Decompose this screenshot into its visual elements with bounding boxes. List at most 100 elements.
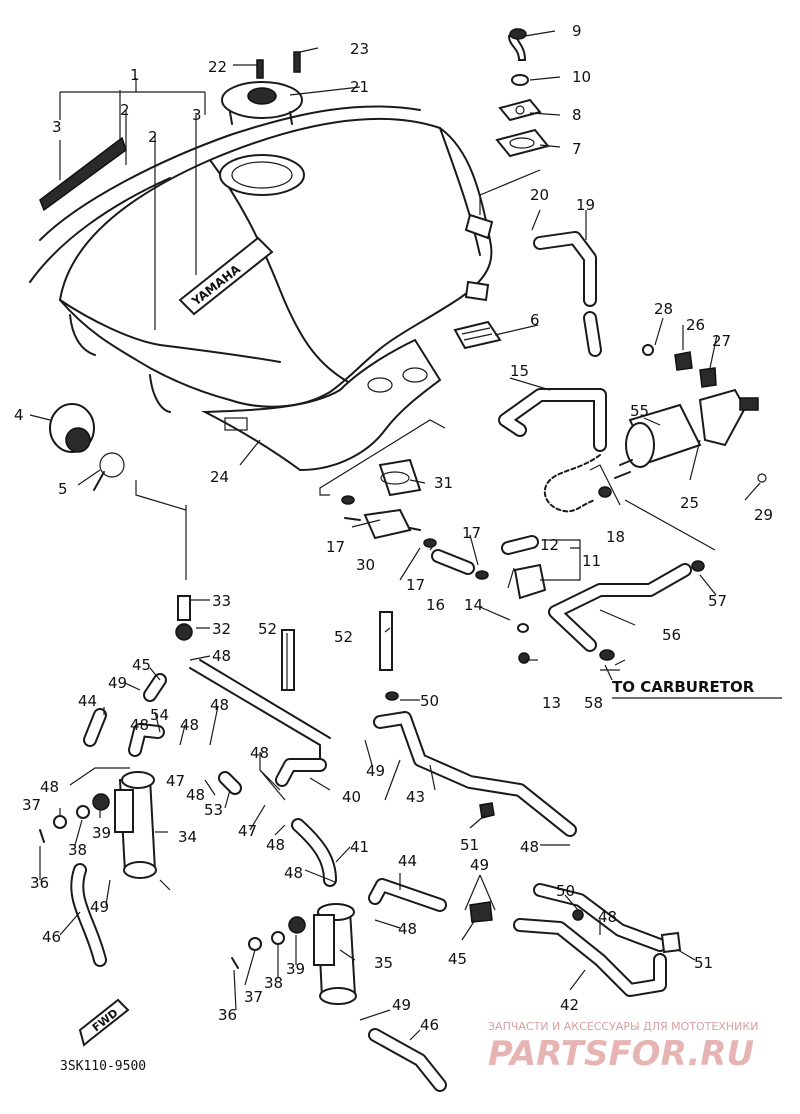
part-label-15: 15 (510, 362, 529, 380)
part-label-58: 58 (584, 694, 603, 712)
part-label-52b: 52 (334, 628, 353, 646)
part-label-1: 1 (130, 66, 140, 84)
part-label-31: 31 (434, 474, 453, 492)
hose-43 (373, 691, 577, 837)
part-label-52a: 52 (258, 620, 277, 638)
part-label-45b: 45 (448, 950, 467, 968)
part-label-5: 5 (58, 480, 68, 498)
part-label-50b: 50 (556, 882, 575, 900)
part-label-4: 4 (14, 406, 24, 424)
part-label-56: 56 (662, 626, 681, 644)
part-label-8: 8 (572, 106, 582, 124)
part-label-30: 30 (356, 556, 375, 574)
part-label-48i: 48 (398, 920, 417, 938)
part-label-41: 41 (350, 838, 369, 856)
part-label-54: 54 (150, 706, 169, 724)
part-label-49e: 49 (392, 996, 411, 1014)
fwd-arrow: FWD (78, 998, 130, 1047)
part-label-46b: 46 (420, 1016, 439, 1034)
filler-cap (221, 51, 303, 125)
part-label-49c: 49 (366, 762, 385, 780)
part-label-48g: 48 (266, 836, 285, 854)
part-label-48c: 48 (210, 696, 229, 714)
part-label-49a: 49 (108, 674, 127, 692)
part-label-47b: 47 (238, 822, 257, 840)
part-label-35: 35 (374, 954, 393, 972)
part-label-36b: 36 (218, 1006, 237, 1024)
watermark-brand: PARTSFOR.RU (488, 1034, 754, 1074)
part-label-29: 29 (754, 506, 773, 524)
tank-bottom-cover (201, 338, 442, 472)
part-label-48d: 48 (40, 778, 59, 796)
part-label-32: 32 (212, 620, 231, 638)
part-label-11: 11 (582, 552, 601, 570)
part-label-13: 13 (542, 694, 561, 712)
part-label-46a: 46 (42, 928, 61, 946)
part-label-6: 6 (530, 311, 540, 329)
part-label-48h: 48 (284, 864, 303, 882)
part-label-51a: 51 (460, 836, 479, 854)
part-label-7: 7 (572, 140, 582, 158)
part-label-39b: 39 (286, 960, 305, 978)
part-label-39a: 39 (92, 824, 111, 842)
part-label-57: 57 (708, 592, 727, 610)
part-label-44a: 44 (78, 692, 97, 710)
part-label-14: 14 (464, 596, 483, 614)
part-label-47a: 47 (166, 772, 185, 790)
part-label-48k: 48 (598, 908, 617, 926)
part-label-49b: 49 (90, 898, 109, 916)
part-label-19: 19 (576, 196, 595, 214)
part-label-50a: 50 (420, 692, 439, 710)
part-label-2b: 2 (148, 128, 158, 146)
leader-lines (29, 30, 761, 1041)
part-label-48e: 48 (186, 786, 205, 804)
part-label-38a: 38 (68, 841, 87, 859)
part-label-3b: 3 (192, 106, 202, 124)
part-label-22: 22 (208, 58, 227, 76)
part-label-10: 10 (572, 68, 591, 86)
part-label-48f: 48 (250, 744, 269, 762)
part-label-9: 9 (572, 22, 582, 40)
part-label-37a: 37 (22, 796, 41, 814)
part-label-49d: 49 (470, 856, 489, 874)
part-label-16: 16 (426, 596, 445, 614)
part-label-40: 40 (342, 788, 361, 806)
part-label-28: 28 (654, 300, 673, 318)
part-label-18: 18 (606, 528, 625, 546)
carburetor-note: TO CARBURETOR (612, 678, 755, 696)
carburetor-hose (548, 486, 705, 661)
part-label-17b: 17 (406, 576, 425, 594)
part-label-37b: 37 (244, 988, 263, 1006)
part-label-27: 27 (712, 332, 731, 350)
tank-side-parts (49, 403, 125, 491)
part-label-26: 26 (686, 316, 705, 334)
part-label-24: 24 (210, 468, 229, 486)
part-label-3a: 3 (52, 118, 62, 136)
part-label-20: 20 (530, 186, 549, 204)
part-label-53: 53 (204, 801, 223, 819)
part-label-42: 42 (560, 996, 579, 1014)
fuel-filter-parts (341, 458, 547, 664)
part-label-33: 33 (212, 592, 231, 610)
part-label-17c: 17 (462, 524, 481, 542)
part-label-48a: 48 (212, 647, 231, 665)
part-label-25: 25 (680, 494, 699, 512)
part-label-51b: 51 (694, 954, 713, 972)
fuel-tank: YAMAHA (29, 105, 494, 413)
part-label-34: 34 (178, 828, 197, 846)
part-label-48j: 48 (520, 838, 539, 856)
part-label-43: 43 (406, 788, 425, 806)
part-label-48b: 48 (180, 716, 199, 734)
part-label-55: 55 (630, 402, 649, 420)
part-label-17a: 17 (326, 538, 345, 556)
part-label-44b: 44 (398, 852, 417, 870)
part-label-23: 23 (350, 40, 369, 58)
part-label-12: 12 (540, 536, 559, 554)
part-label-45a: 45 (132, 656, 151, 674)
watermark: ЗАПЧАСТИ И АКСЕССУАРЫ ДЛЯ МОТОТЕХНИКИ PA… (488, 1020, 758, 1074)
diagram-code: 3SK110-9500 (60, 1059, 146, 1074)
damper-parts (453, 27, 550, 350)
canister-right (231, 903, 447, 1092)
pipe-42 (469, 883, 682, 997)
